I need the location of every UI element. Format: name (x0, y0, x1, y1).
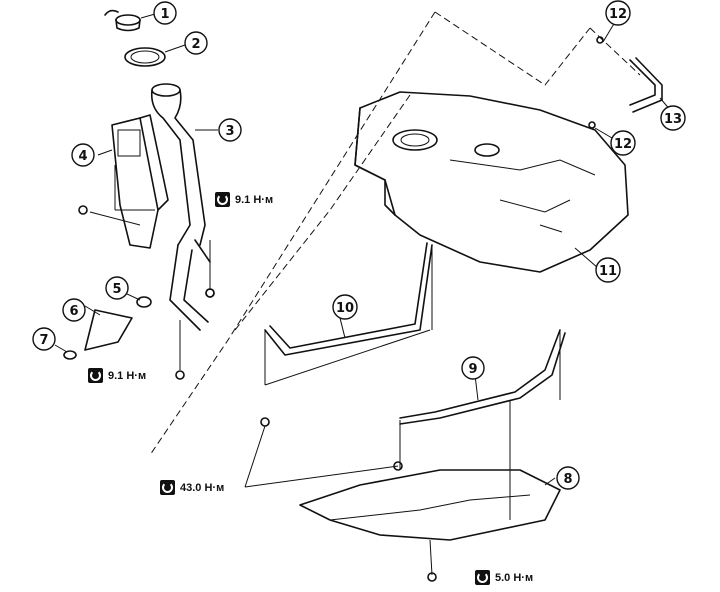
callout-1: 1 (153, 1, 177, 25)
torque-wrench-icon (160, 480, 175, 495)
callout-10: 10 (332, 294, 358, 320)
rear-tank-band (264, 242, 433, 386)
callout-4: 4 (71, 143, 95, 167)
svg-text:7: 7 (39, 333, 48, 348)
callout-12-bottom: 12 (610, 130, 636, 156)
torque-value: 9.1 Н·м (235, 193, 274, 206)
callout-5: 5 (105, 276, 129, 300)
callout-13: 13 (660, 105, 686, 131)
svg-text:13: 13 (664, 112, 682, 127)
svg-text:10: 10 (336, 301, 354, 316)
svg-text:3: 3 (225, 124, 234, 139)
torque-wrench-icon (475, 570, 490, 585)
filler-hose (84, 305, 133, 351)
svg-text:2: 2 (191, 37, 200, 52)
torque-band-bolt: 43.0 Н·м (160, 480, 224, 495)
torque-value: 5.0 Н·м (495, 571, 534, 584)
callout-8: 8 (556, 466, 580, 490)
callout-3: 3 (218, 118, 242, 142)
svg-text:12: 12 (609, 7, 627, 22)
callout-9: 9 (461, 356, 485, 380)
front-tank-band (399, 329, 566, 470)
tank-protector (299, 400, 561, 576)
vent-tube (588, 21, 673, 139)
torque-hose-clamp: 9.1 Н·м (88, 368, 146, 383)
svg-text:11: 11 (599, 264, 617, 279)
svg-text:6: 6 (69, 304, 78, 319)
callout-11: 11 (595, 257, 621, 283)
bolts (175, 288, 437, 582)
callout-6: 6 (62, 298, 86, 322)
svg-text:4: 4 (78, 149, 87, 164)
torque-wrench-icon (215, 192, 230, 207)
callout-2: 2 (184, 31, 208, 55)
callout-12-top: 12 (605, 0, 631, 26)
torque-wrench-icon (88, 368, 103, 383)
svg-text:12: 12 (614, 137, 632, 152)
fuel-filler-cap (104, 9, 156, 32)
svg-text:9: 9 (468, 362, 477, 377)
callout-7: 7 (32, 327, 56, 351)
svg-text:8: 8 (563, 472, 572, 487)
fuel-filler-neck (150, 83, 218, 331)
torque-value: 9.1 Н·м (108, 369, 147, 382)
dashed-guide-lines (149, 11, 641, 456)
torque-protector-bolt: 5.0 Н·м (475, 570, 533, 585)
filler-bracket (78, 114, 169, 249)
torque-value: 43.0 Н·м (180, 481, 225, 494)
svg-text:1: 1 (160, 7, 169, 22)
torque-filler-bolt: 9.1 Н·м (215, 192, 273, 207)
hose-end-clamp (54, 344, 77, 360)
filler-seal-ring (124, 44, 186, 67)
hose-clamp (126, 293, 152, 308)
svg-text:5: 5 (112, 282, 121, 297)
fuel-tank (354, 91, 629, 273)
